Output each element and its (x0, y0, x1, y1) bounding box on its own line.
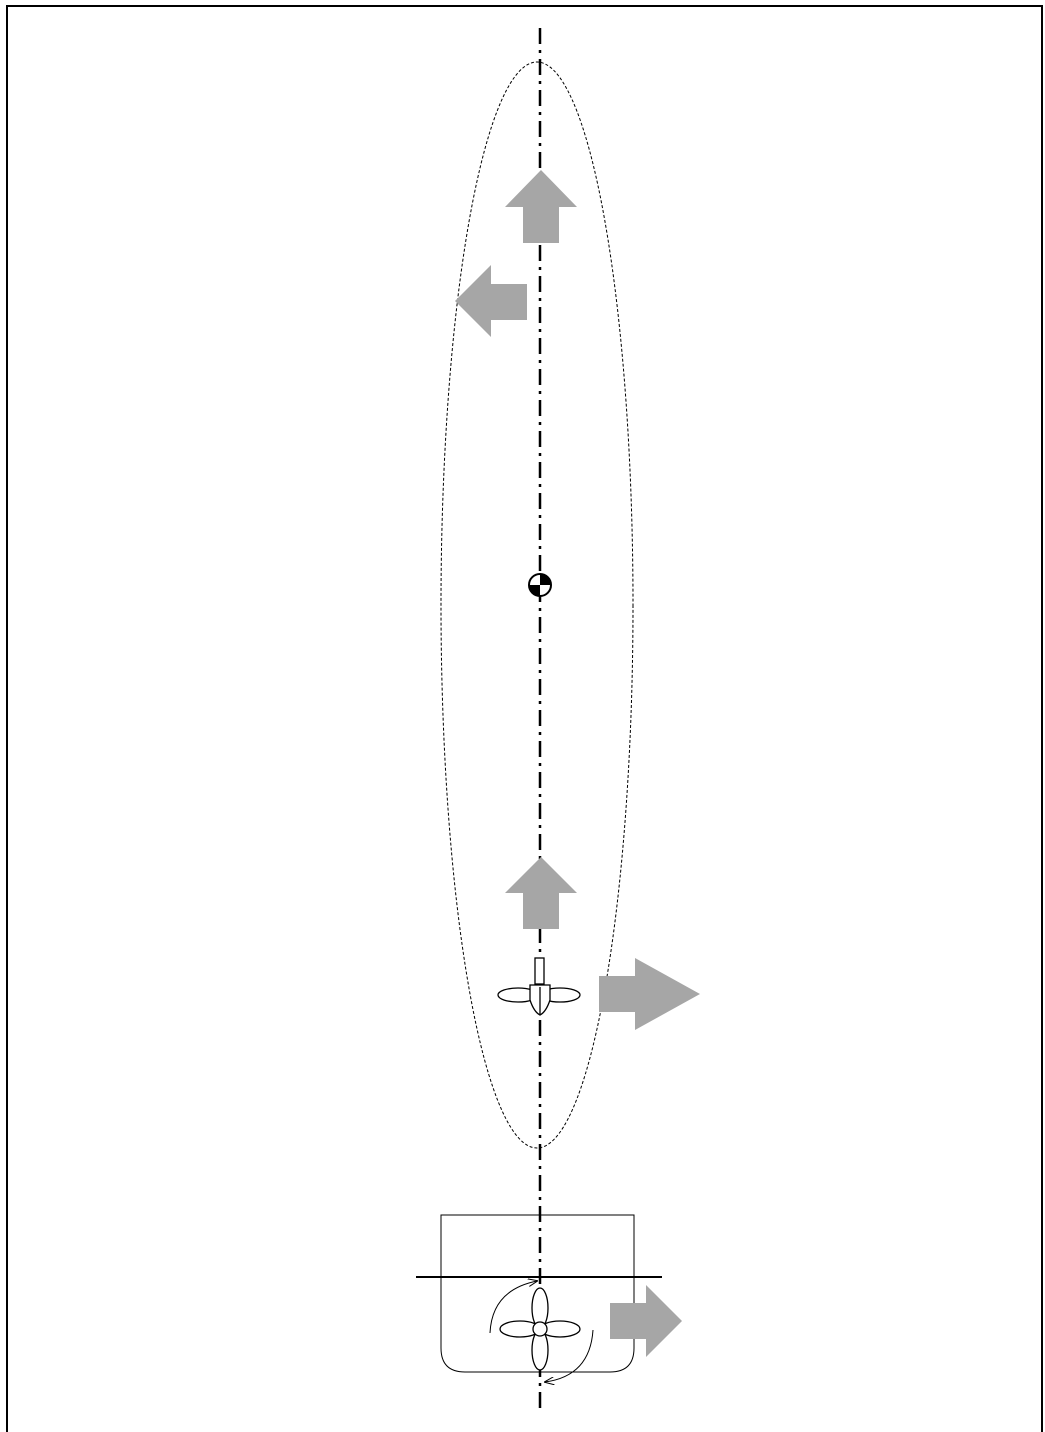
bow-lateral-force-arrow (455, 265, 527, 337)
center-of-gravity-icon (528, 573, 552, 597)
propeller-top-view-icon (497, 957, 581, 1016)
stern-forward-force-arrow (505, 857, 577, 929)
diagram-frame (6, 5, 1043, 1432)
rotation-arrow-icon (545, 1329, 594, 1382)
bow-forward-force-arrow (505, 170, 577, 243)
hull-outline-top-view (440, 61, 634, 1149)
stern-lateral-force-arrow (599, 958, 700, 1030)
rotation-arrow-icon (489, 1281, 537, 1334)
propeller-front-view-icon (499, 1287, 581, 1371)
section-lateral-force-arrow (610, 1285, 682, 1357)
hull-section-outline (440, 1214, 635, 1373)
